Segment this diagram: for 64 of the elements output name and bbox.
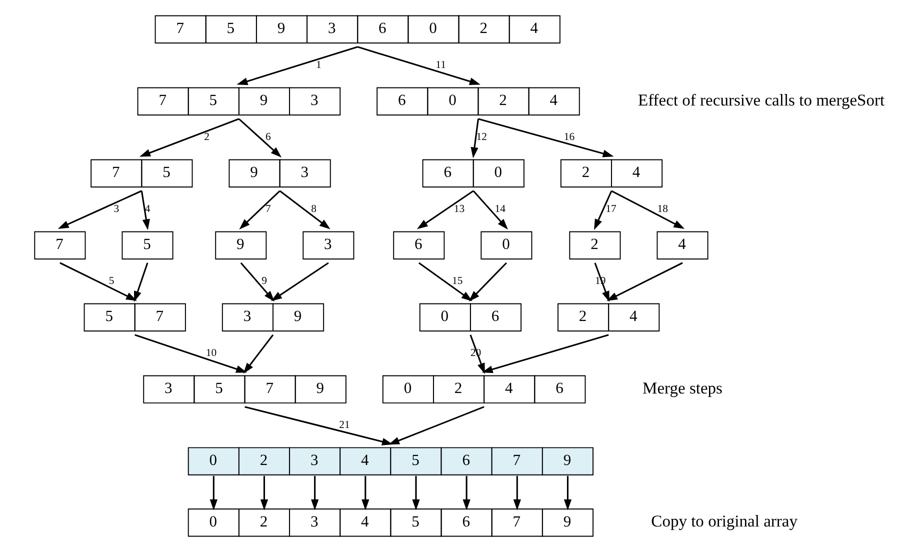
arrow — [468, 262, 506, 302]
arrow — [416, 190, 474, 230]
edge-label: 1 — [316, 59, 321, 72]
label: Copy to original array — [650, 512, 797, 531]
node-box: 0 — [480, 231, 532, 260]
node-box: 3 — [302, 231, 354, 260]
arrow — [512, 476, 520, 510]
edge-label: 15 — [451, 275, 462, 288]
node-box: 5 — [121, 231, 173, 260]
arrow — [244, 406, 392, 446]
edge-label: 5 — [108, 275, 114, 288]
arrow — [57, 190, 142, 229]
arrow — [236, 46, 358, 85]
arrow — [356, 46, 480, 86]
edge-label: 11 — [435, 59, 446, 72]
arrow — [140, 190, 150, 230]
arrow — [260, 476, 268, 510]
arrow — [134, 334, 247, 373]
arrow — [481, 334, 608, 374]
node-box: 2 — [568, 231, 620, 260]
arrow — [209, 476, 217, 510]
edge-label: 9 — [261, 275, 266, 288]
arrow — [594, 190, 612, 230]
arrow — [472, 190, 508, 230]
edge-label: 7 — [264, 203, 270, 216]
arrow — [462, 476, 470, 510]
arrow — [242, 334, 274, 374]
arrow — [563, 476, 572, 510]
edge-label: 17 — [605, 203, 616, 216]
node-box: 6 — [392, 231, 444, 260]
arrow — [59, 262, 136, 301]
edge-label: 13 — [453, 203, 464, 216]
label: Effect of recursive calls to mergeSort — [638, 90, 884, 110]
arrow — [470, 118, 479, 158]
edge-label: 4 — [144, 203, 150, 216]
node-box: 9 — [214, 231, 266, 260]
edge-label: 14 — [494, 203, 505, 216]
arrow — [278, 190, 330, 230]
arrow — [478, 118, 614, 158]
node-box: 4 — [656, 231, 708, 260]
edge-label: 18 — [656, 203, 668, 216]
arrow — [238, 190, 280, 230]
arrow — [270, 262, 328, 302]
edge-label: 2 — [204, 131, 210, 144]
arrow — [418, 262, 472, 302]
arrow — [310, 476, 318, 510]
arrow — [412, 476, 420, 510]
edge-label: 10 — [205, 347, 216, 360]
edge-label: 3 — [113, 203, 119, 216]
arrow — [610, 190, 684, 229]
edge-label: 8 — [310, 203, 316, 216]
edge-label: 6 — [264, 131, 270, 144]
arrow — [606, 262, 682, 301]
arrow — [138, 118, 239, 157]
arrow — [388, 406, 484, 445]
label: Merge steps — [642, 378, 722, 398]
edge-label: 21 — [338, 419, 350, 432]
edge-label: 12 — [476, 131, 486, 144]
arrow — [361, 476, 369, 510]
arrow — [238, 118, 282, 158]
edge-label: 16 — [563, 131, 574, 144]
arrow — [134, 262, 148, 302]
arrow — [240, 262, 274, 302]
node-box: 7 — [34, 231, 86, 260]
